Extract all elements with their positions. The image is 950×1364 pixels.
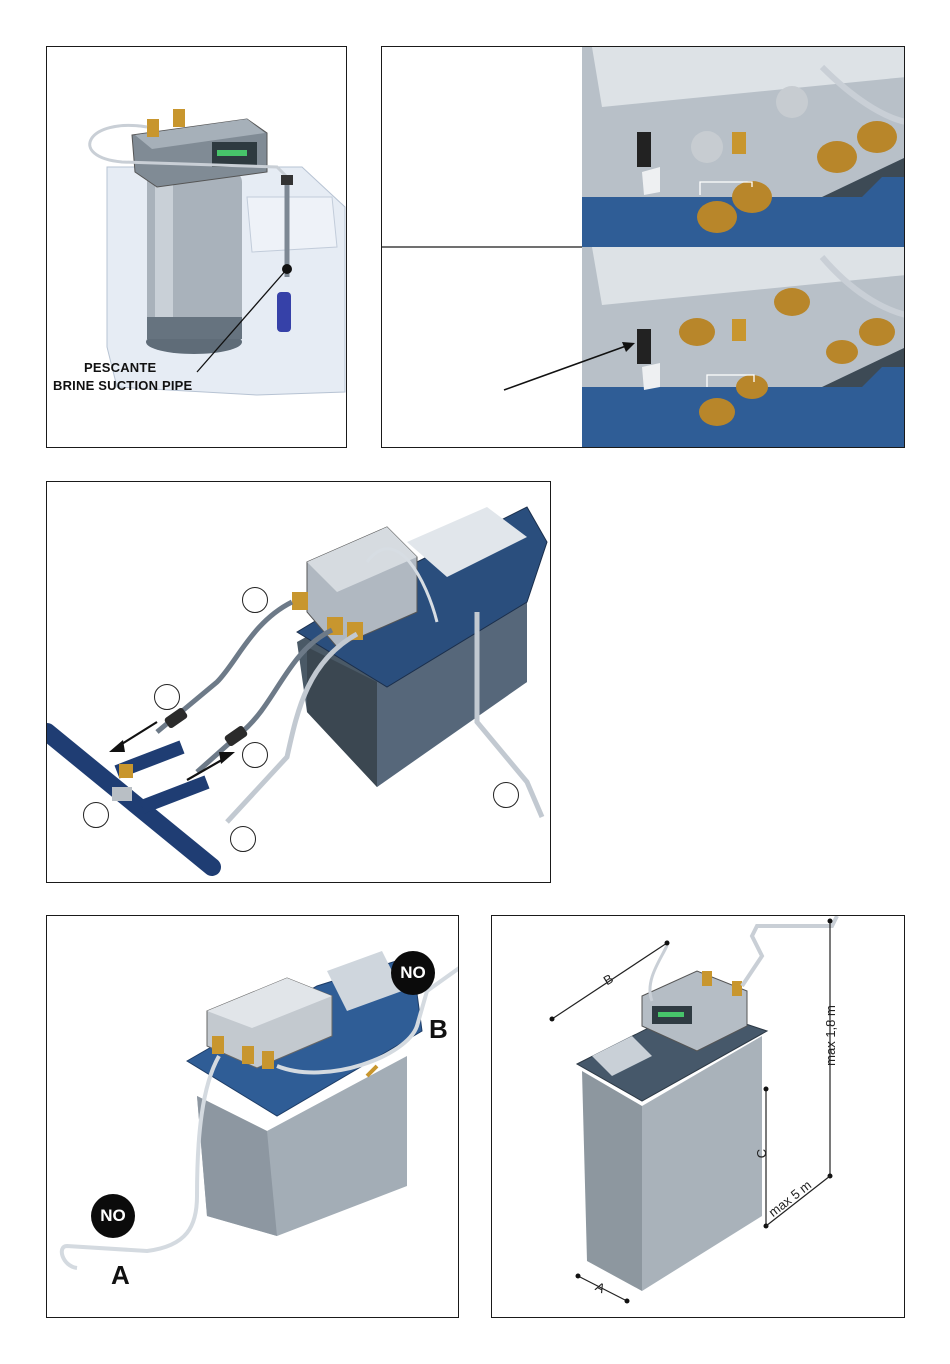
- figure-connection-detail: [381, 46, 905, 448]
- figure-brine-suction-pipe: PESCANTE BRINE SUCTION PIPE: [46, 46, 347, 448]
- figure-drain-incorrect: NO NO B A: [46, 915, 459, 1318]
- lower-detail-view: [504, 247, 905, 448]
- dimension-label-max-height: max 1,8 m: [823, 1005, 838, 1066]
- callout-circle-2: [154, 684, 180, 710]
- caption-brine-suction-pipe: BRINE SUCTION PIPE: [53, 378, 192, 393]
- label-b: B: [429, 1014, 448, 1045]
- dimensions-illustration: [492, 916, 905, 1318]
- dimension-label-c: C: [754, 1149, 769, 1158]
- upper-detail-view: [582, 47, 905, 247]
- caption-pescante: PESCANTE: [84, 360, 156, 375]
- callout-circle-4: [83, 802, 109, 828]
- figure-installation: [46, 481, 551, 883]
- connection-detail-illustration: [382, 47, 905, 448]
- callout-circle-5: [230, 826, 256, 852]
- callout-circle-3: [242, 742, 268, 768]
- label-a: A: [111, 1260, 130, 1291]
- figure-dimensions: B A C max 1,8 m max 5 m: [491, 915, 905, 1318]
- callout-circle-1: [242, 587, 268, 613]
- installation-illustration: [47, 482, 551, 883]
- no-badge-bottom: NO: [91, 1194, 135, 1238]
- callout-circle-6: [493, 782, 519, 808]
- no-badge-top: NO: [391, 951, 435, 995]
